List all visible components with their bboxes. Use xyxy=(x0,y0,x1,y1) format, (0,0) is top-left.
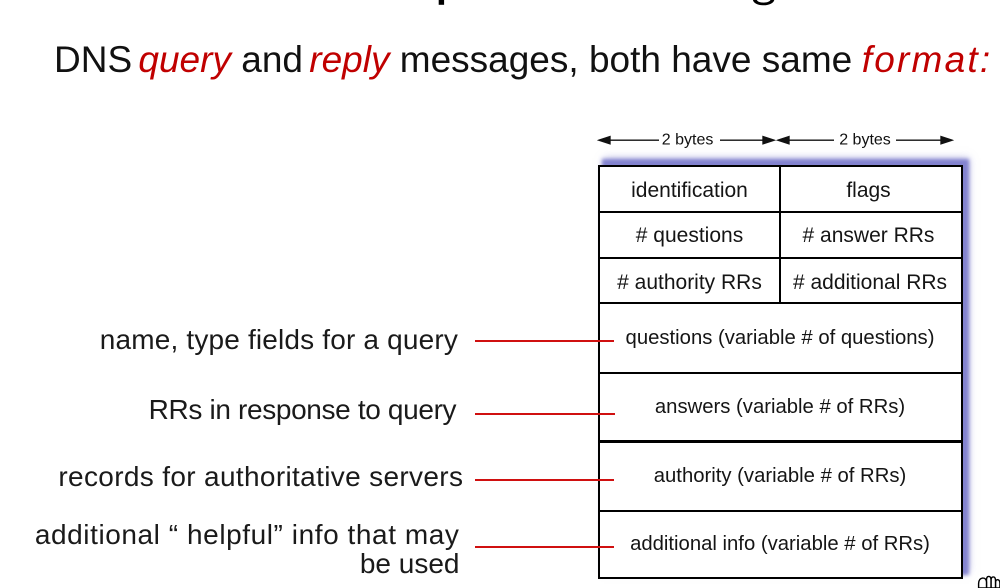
svg-text:2 bytes: 2 bytes xyxy=(662,131,714,148)
svg-text:2 bytes: 2 bytes xyxy=(839,131,891,148)
